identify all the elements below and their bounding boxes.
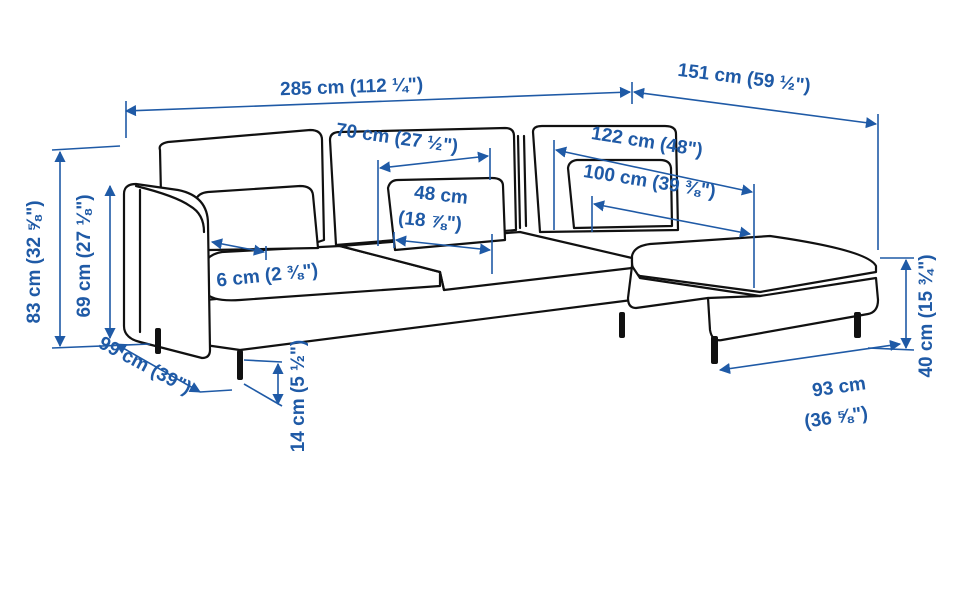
label-total-height: 83 cm (32 ⅝") [24,200,45,323]
leg-front-mid [237,350,243,380]
leg-chaise-back [854,312,861,338]
dimension-lines [51,82,915,407]
leg-front-left [155,328,161,354]
label-chaise-width: 151 cm (59 ½") [677,60,812,97]
label-seat-height: 40 cm (15 ¾") [916,254,937,377]
throw-cushion-left [194,184,320,252]
throw-cushion-middle [386,176,507,252]
label-chaise-front-width-in: (36 ⅝") [803,403,869,433]
label-total-width: 285 cm (112 ¼") [280,74,424,100]
label-arm-height: 69 cm (27 ⅛") [74,194,95,317]
left-armrest [122,182,212,360]
sofa-illustration [122,124,880,380]
label-leg-height: 14 cm (5 ½") [288,340,309,453]
seat-cushion-left [203,244,442,302]
leg-back-mid [619,312,625,338]
label-chaise-front-width: 93 cm [811,373,867,401]
leg-chaise-front [711,336,718,364]
